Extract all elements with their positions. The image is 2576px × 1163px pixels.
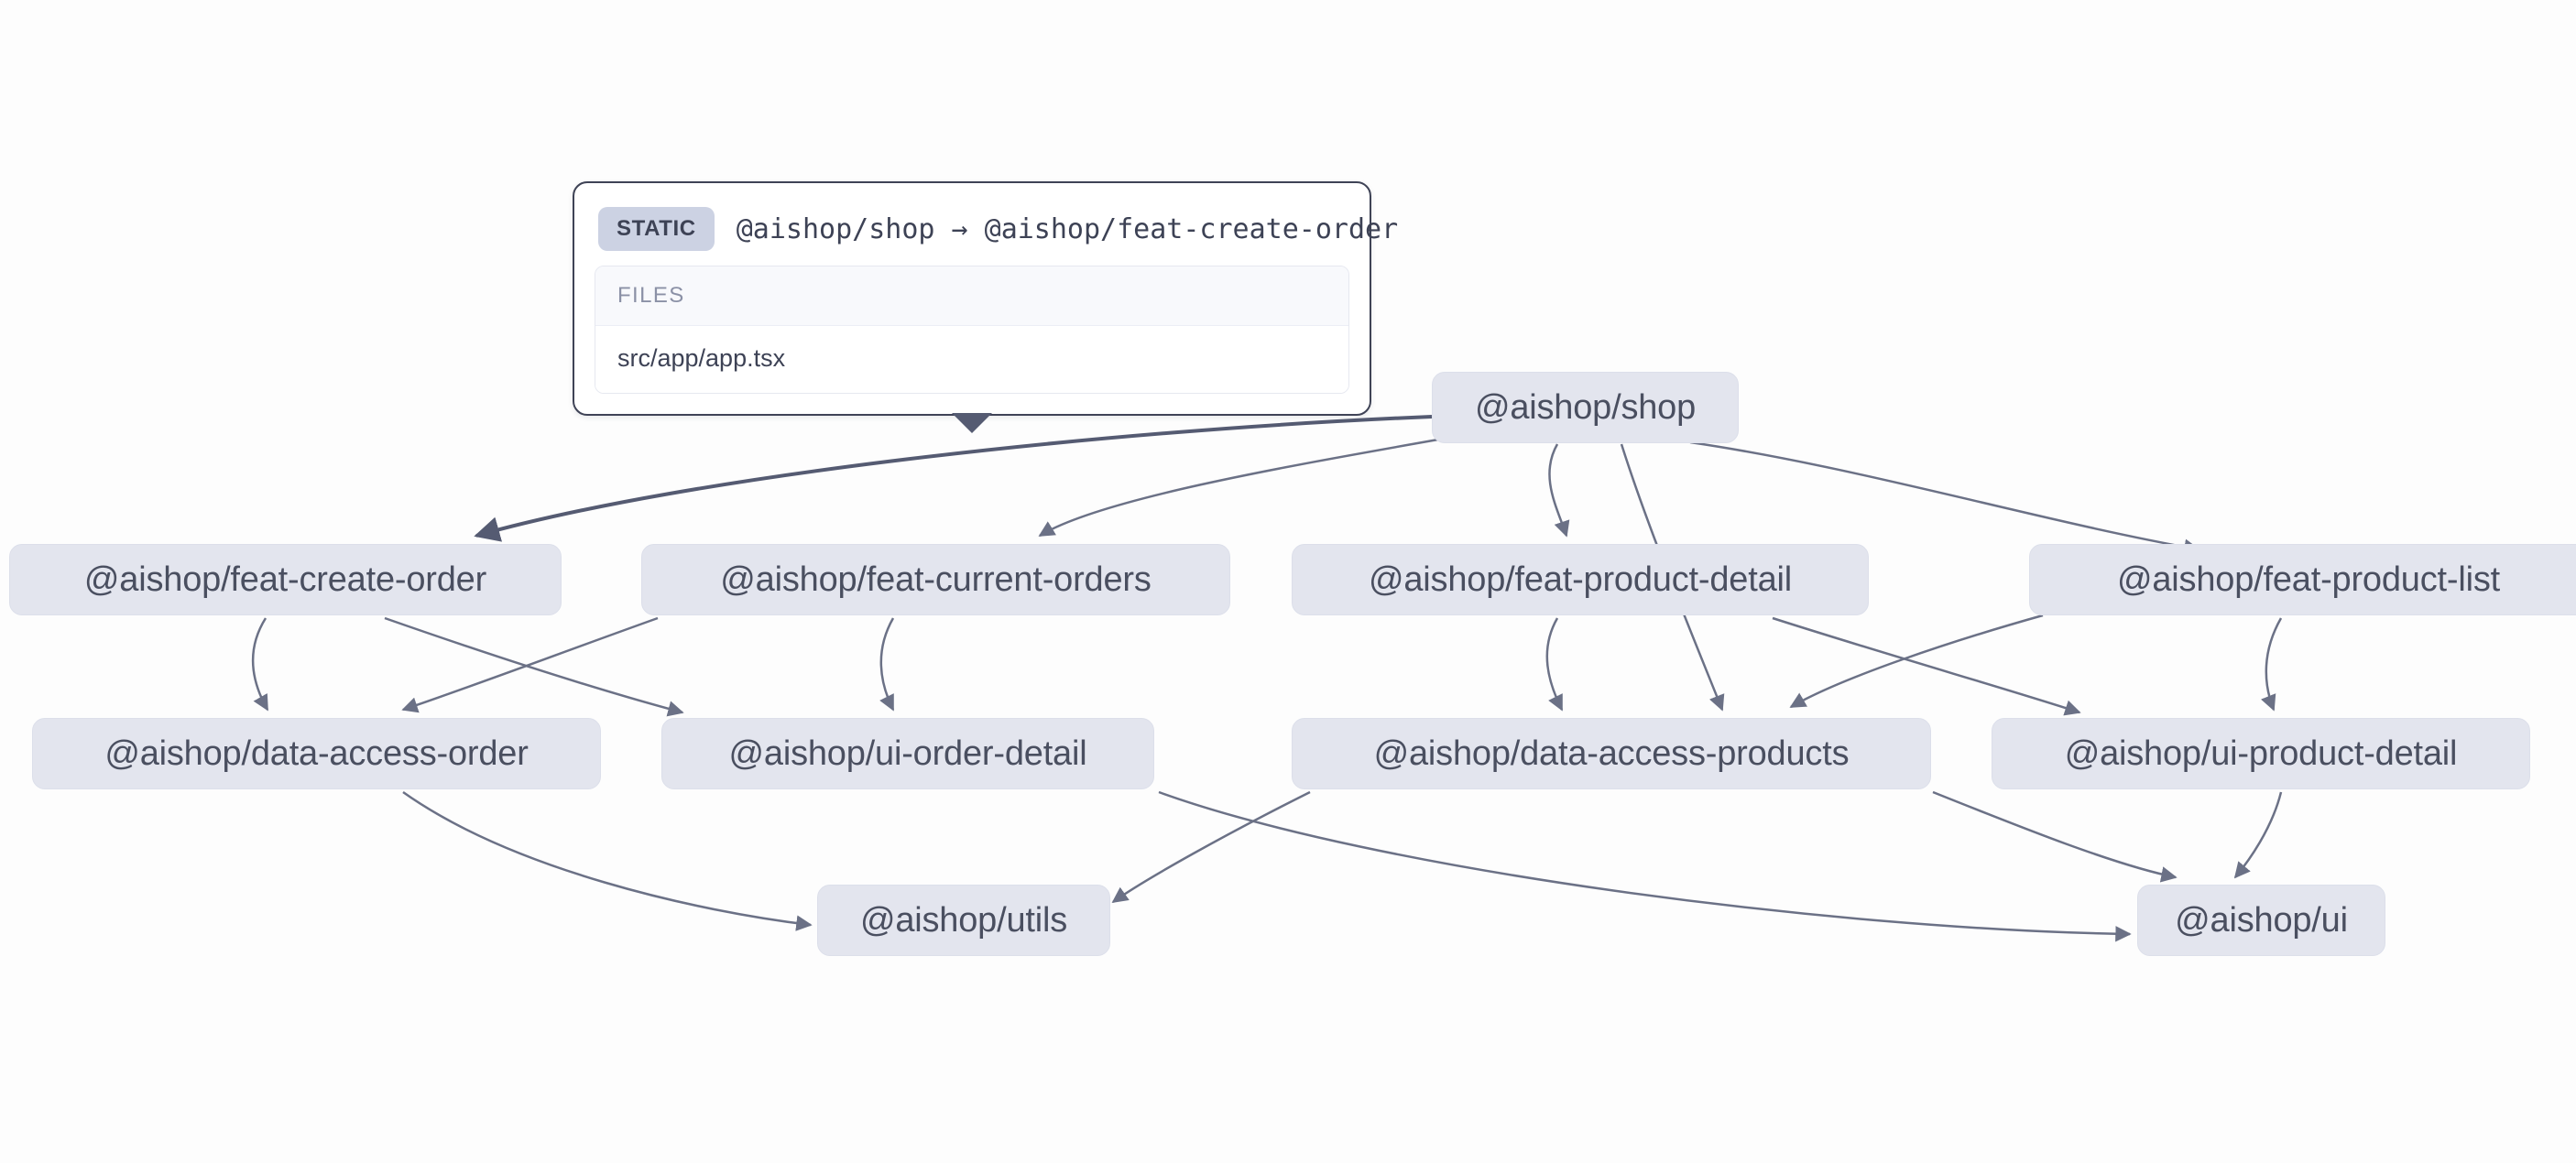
edge-ui-product-detail-to-ui <box>2233 791 2283 879</box>
edge-data-access-order-to-utils <box>402 790 813 931</box>
edge-shop-to-feat-product-list <box>1689 440 2200 555</box>
graph-node-data-access-order[interactable]: @aishop/data-access-order <box>32 718 601 789</box>
file-list-item[interactable]: src/app/app.tsx <box>595 326 1348 393</box>
graph-node-feat-current-orders[interactable]: @aishop/feat-current-orders <box>641 544 1230 615</box>
edge-feat-product-detail-to-data-access-products <box>1545 617 1564 712</box>
edge-data-access-products-to-ui <box>1932 790 2178 883</box>
edge-detail-tooltip[interactable]: STATIC @aishop/shop → @aishop/feat-creat… <box>573 181 1398 433</box>
edge-shop-to-feat-create-order <box>474 415 1433 542</box>
edge-feat-product-list-to-data-access-products <box>1789 614 2044 709</box>
edge-feat-create-order-to-data-access-order <box>251 617 269 712</box>
graph-node-ui-product-detail[interactable]: @aishop/ui-product-detail <box>1992 718 2530 789</box>
tooltip-title: @aishop/shop → @aishop/feat-create-order <box>736 212 1399 245</box>
files-section-label: FILES <box>595 266 1348 326</box>
edge-feat-create-order-to-ui-order-detail <box>384 616 684 717</box>
edge-feat-product-detail-to-ui-product-detail <box>1772 616 2081 716</box>
edge-feat-product-list-to-ui-product-detail <box>2261 617 2283 712</box>
edge-shop-to-feat-current-orders <box>1038 438 1439 538</box>
edge-feat-current-orders-to-data-access-order <box>401 616 659 713</box>
graph-node-feat-product-list[interactable]: @aishop/feat-product-list <box>2029 544 2576 615</box>
graph-node-ui-order-detail[interactable]: @aishop/ui-order-detail <box>661 718 1154 789</box>
edge-data-access-products-to-utils <box>1111 790 1311 904</box>
edge-ui-order-detail-to-ui <box>1158 790 2132 942</box>
graph-node-utils[interactable]: @aishop/utils <box>817 885 1110 956</box>
files-panel: FILES src/app/app.tsx <box>595 266 1349 394</box>
tooltip-pointer-triangle <box>952 413 992 433</box>
graph-node-ui[interactable]: @aishop/ui <box>2137 885 2385 956</box>
edge-feat-current-orders-to-ui-order-detail <box>879 617 895 712</box>
graph-node-data-access-products[interactable]: @aishop/data-access-products <box>1292 718 1931 789</box>
static-badge: STATIC <box>598 207 715 251</box>
tooltip-header: STATIC @aishop/shop → @aishop/feat-creat… <box>595 201 1398 266</box>
edge-shop-to-feat-product-detail <box>1548 443 1570 538</box>
graph-node-shop[interactable]: @aishop/shop <box>1432 372 1739 443</box>
graph-node-feat-create-order[interactable]: @aishop/feat-create-order <box>9 544 562 615</box>
graph-node-feat-product-detail[interactable]: @aishop/feat-product-detail <box>1292 544 1869 615</box>
